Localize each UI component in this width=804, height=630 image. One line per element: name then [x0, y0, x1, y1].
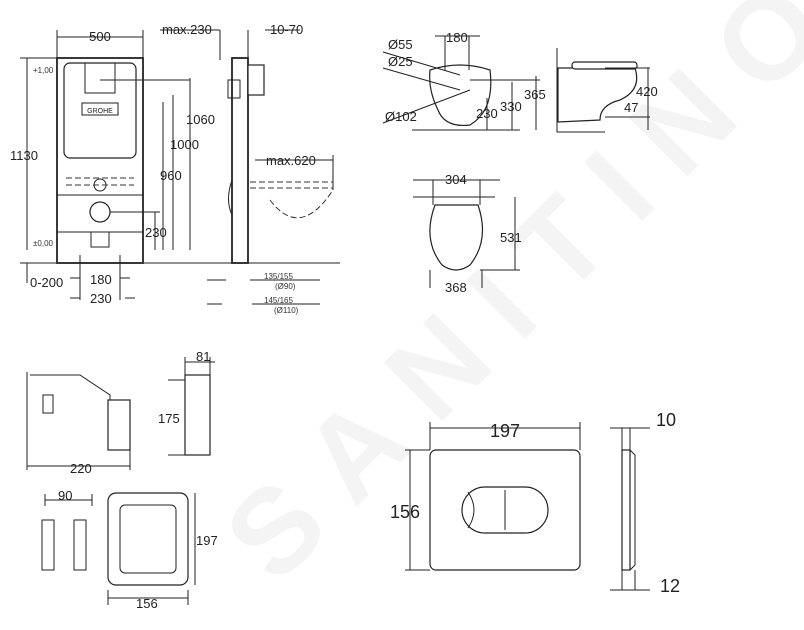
dim-frame-width: 500	[89, 29, 111, 44]
toilet-bowl-front	[382, 35, 540, 131]
toilet-bowl-top	[413, 179, 520, 288]
dim-180: 180	[90, 272, 112, 287]
dim-bowl-230: 230	[476, 106, 498, 121]
dim-d25: Ø25	[388, 54, 413, 69]
level-top: +1,00	[33, 66, 54, 75]
dim-81: 81	[196, 349, 210, 364]
plate-depth: 10	[656, 410, 676, 430]
plate-height: 156	[390, 502, 420, 522]
dim-d110: (Ø110)	[274, 306, 299, 315]
dim-bowl-47: 47	[624, 100, 638, 115]
dim-197: 197	[196, 533, 218, 548]
dim-bowl-531: 531	[500, 230, 522, 245]
dim-max620: max.620	[266, 153, 316, 168]
dim-90: 90	[58, 488, 72, 503]
accessories	[26, 357, 215, 605]
dim-bowl-365: 365	[524, 87, 546, 102]
flush-plate	[405, 422, 650, 591]
dim-bowl-304: 304	[445, 172, 467, 187]
dim-d90: (Ø90)	[275, 282, 296, 291]
dim-1000: 1000	[170, 137, 199, 152]
dim-d102: Ø102	[385, 109, 417, 124]
dim-bowl-330: 330	[500, 99, 522, 114]
plate-width: 197	[490, 421, 520, 441]
dim-145-165: 145/165	[264, 296, 293, 305]
dim-bowl-180: 180	[446, 30, 468, 45]
dim-156: 156	[136, 596, 158, 611]
dim-175: 175	[158, 411, 180, 426]
toilet-bowl-side	[556, 48, 650, 133]
installation-frame-front: GROHE	[20, 30, 340, 300]
dim-230: 230	[90, 291, 112, 306]
dim-bowl-420: 420	[636, 84, 658, 99]
installation-frame-side	[160, 29, 334, 305]
level-zero: ±0,00	[33, 239, 54, 248]
dim-d55: Ø55	[388, 37, 413, 52]
dim-960: 960	[160, 168, 182, 183]
dim-drain-height: 230	[145, 225, 167, 240]
dim-135-155: 135/155	[264, 272, 293, 281]
dim-10-70: 10-70	[270, 22, 303, 37]
dim-bowl-368: 368	[445, 280, 467, 295]
plate-bottom: 12	[660, 576, 680, 596]
brand-logo: GROHE	[87, 108, 113, 115]
dim-max230: max.230	[162, 22, 212, 37]
dim-total-height: 1130	[10, 148, 38, 163]
dim-offset: 0-200	[30, 275, 63, 290]
dim-220: 220	[70, 461, 92, 476]
dim-1060: 1060	[186, 112, 215, 127]
